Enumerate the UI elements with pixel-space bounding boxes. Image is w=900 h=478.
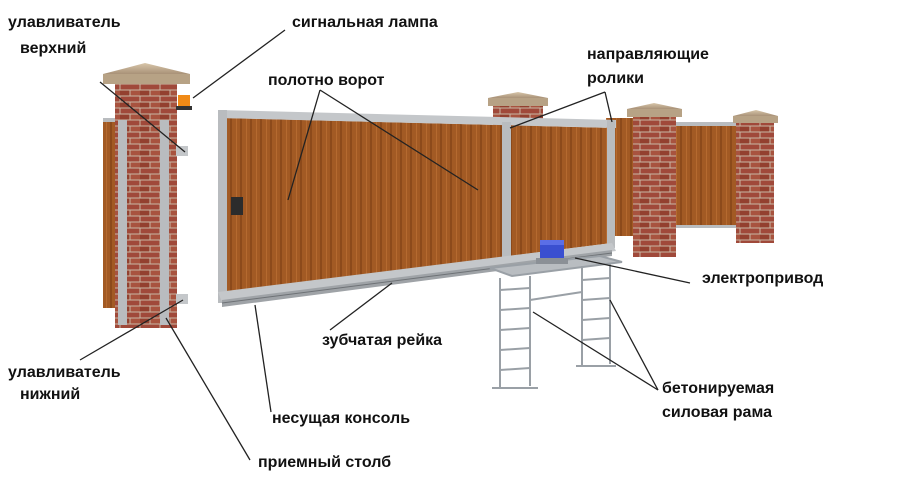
- gate-leaf: [218, 110, 616, 303]
- label-catcher-bottom-1: улавливатель: [8, 364, 121, 381]
- leader-lines: [79, 29, 691, 461]
- label-guide-rollers-1: направляющие: [587, 46, 709, 63]
- bottom-catcher: [176, 294, 188, 304]
- label-catcher-bottom-2: нижний: [20, 386, 81, 403]
- top-catcher: [176, 146, 188, 156]
- label-drive: электропривод: [702, 270, 824, 287]
- gate-lock: [231, 197, 243, 215]
- label-guide-rollers-2: ролики: [587, 70, 644, 87]
- label-frame-1: бетонируемая: [662, 380, 775, 397]
- power-frame: [489, 254, 623, 389]
- label-receiving-post: приемный столб: [258, 454, 392, 471]
- receiving-post: [103, 63, 190, 328]
- label-gate-leaf: полотно ворот: [268, 72, 385, 89]
- label-console: несущая консоль: [272, 410, 411, 427]
- label-signal-lamp: сигнальная лампа: [292, 14, 438, 31]
- label-gear-rack: зубчатая рейка: [322, 332, 443, 349]
- label-catcher-top-2: верхний: [20, 40, 87, 57]
- label-catcher-top-1: улавливатель: [8, 14, 121, 31]
- signal-lamp-icon: [176, 95, 192, 110]
- right-pillars: [488, 92, 778, 257]
- electric-drive: [536, 240, 568, 264]
- label-frame-2: силовая рама: [662, 404, 772, 421]
